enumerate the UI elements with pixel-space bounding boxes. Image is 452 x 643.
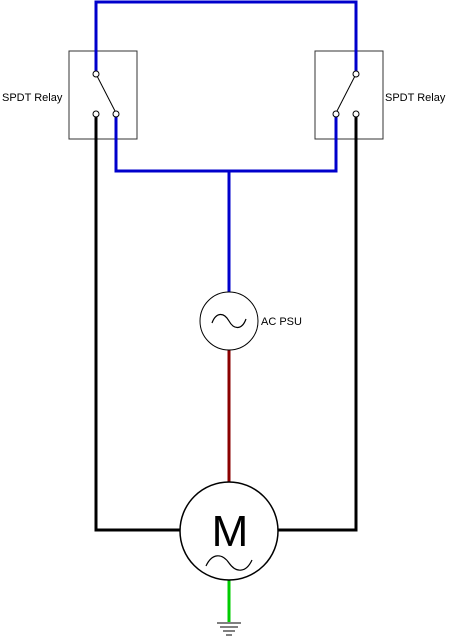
relay-right-label: SPDT Relay <box>385 92 446 104</box>
ground-icon <box>217 622 241 636</box>
motor-symbol[interactable] <box>179 481 279 581</box>
black-wire-left <box>94 114 180 532</box>
sine-wave-icon <box>211 313 247 329</box>
motor-letter: M <box>211 507 249 556</box>
black-wire-right <box>278 114 358 532</box>
blue-wire-top <box>94 0 358 72</box>
relay-left-contacts <box>92 70 120 118</box>
psu-label: AC PSU <box>261 316 302 328</box>
relay-right-box[interactable] <box>314 50 384 140</box>
blue-wire-bottom <box>114 114 338 173</box>
ac-psu-symbol[interactable] <box>199 291 259 351</box>
relay-left-box[interactable] <box>68 50 138 140</box>
relay-right-contacts <box>332 70 360 118</box>
motor-sine-icon <box>205 555 253 571</box>
relay-left-label: SPDT Relay <box>2 92 63 104</box>
